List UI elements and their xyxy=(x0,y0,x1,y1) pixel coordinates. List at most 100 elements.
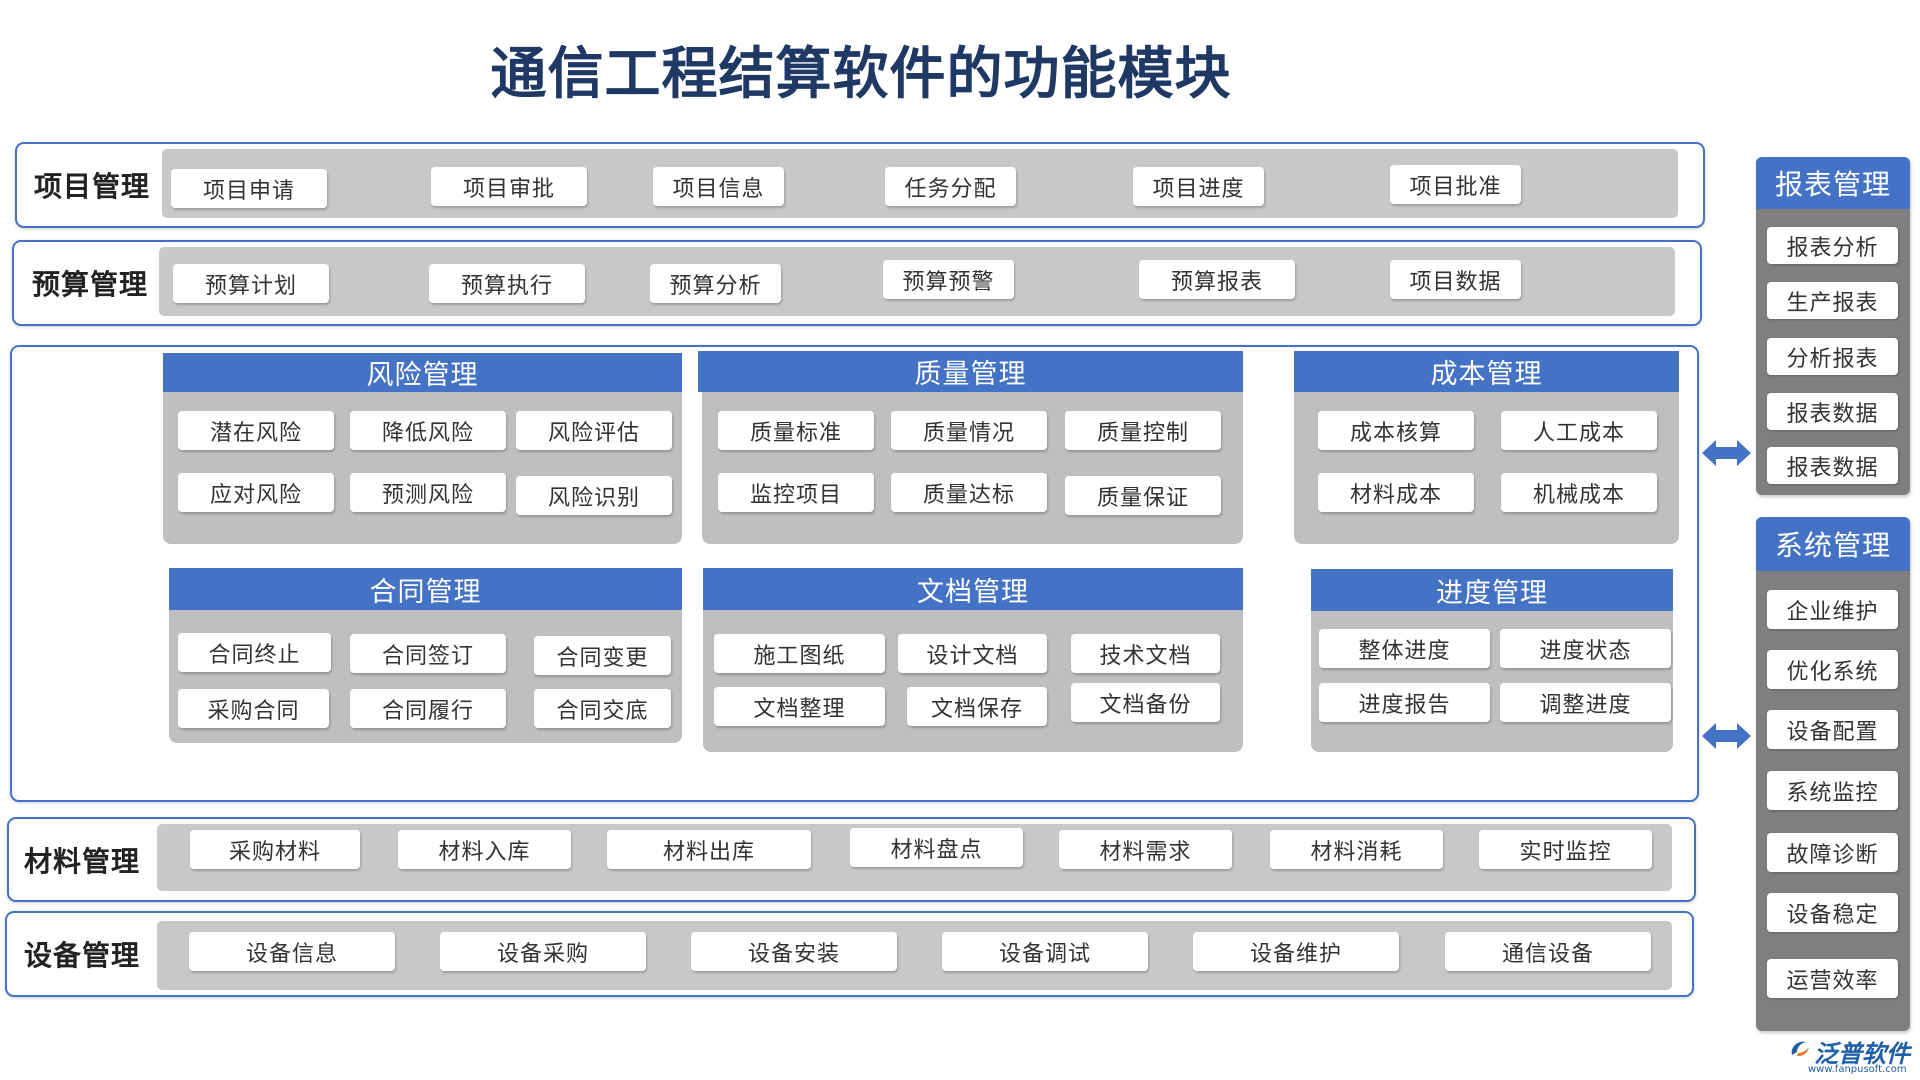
module-item: 风险评估 xyxy=(516,411,672,450)
logo-name: 泛普软件 xyxy=(1814,1040,1910,1068)
project-item: 项目批准 xyxy=(1390,165,1521,204)
row-label: 预算管理 xyxy=(32,268,149,301)
module-item: 设计文档 xyxy=(898,634,1047,673)
quality-management-module: 质量管理 质量标准 质量情况 质量控制 监控项目 质量达标 质量保证 xyxy=(698,351,1243,544)
material-item: 采购材料 xyxy=(190,830,360,869)
project-management-row: 项目管理 项目申请 项目审批 项目信息 任务分配 项目进度 项目批准 xyxy=(15,142,1705,228)
panel-title: 报表管理 xyxy=(1756,157,1910,209)
material-item: 材料入库 xyxy=(398,830,571,869)
equipment-item: 设备信息 xyxy=(189,932,395,971)
sidebar-item: 运营效率 xyxy=(1767,959,1898,998)
material-item: 材料需求 xyxy=(1059,830,1232,869)
module-item: 质量保证 xyxy=(1065,476,1221,515)
panel-title: 系统管理 xyxy=(1756,517,1910,571)
module-item: 应对风险 xyxy=(178,473,334,512)
module-item: 质量达标 xyxy=(891,473,1047,512)
material-item: 材料盘点 xyxy=(850,828,1023,867)
module-title: 质量管理 xyxy=(698,351,1243,392)
cost-management-module: 成本管理 成本核算 人工成本 材料成本 机械成本 xyxy=(1294,351,1679,544)
material-management-row: 材料管理 采购材料 材料入库 材料出库 材料盘点 材料需求 材料消耗 实时监控 xyxy=(7,817,1696,902)
progress-management-module: 进度管理 整体进度 进度状态 进度报告 调整进度 xyxy=(1311,569,1673,752)
module-title: 文档管理 xyxy=(703,568,1243,610)
row-items-panel: 项目申请 项目审批 项目信息 任务分配 项目进度 项目批准 xyxy=(162,149,1678,218)
row-label: 项目管理 xyxy=(34,170,151,203)
module-item: 采购合同 xyxy=(178,689,329,728)
report-management-panel: 报表管理 报表分析 生产报表 分析报表 报表数据 报表数据 xyxy=(1756,157,1910,495)
module-item: 风险识别 xyxy=(516,476,672,515)
module-item: 整体进度 xyxy=(1319,629,1490,668)
module-title: 成本管理 xyxy=(1294,351,1679,392)
module-item: 监控项目 xyxy=(718,473,874,512)
fanpu-logo-icon xyxy=(1791,1041,1809,1057)
module-item: 材料成本 xyxy=(1318,473,1474,512)
module-item: 潜在风险 xyxy=(178,411,334,450)
row-items-panel: 设备信息 设备采购 设备安装 设备调试 设备维护 通信设备 xyxy=(157,921,1672,990)
sidebar-item: 设备配置 xyxy=(1767,710,1898,749)
module-title: 合同管理 xyxy=(169,568,682,610)
double-arrow-icon xyxy=(1702,440,1751,466)
project-item: 项目审批 xyxy=(431,167,587,206)
budget-management-row: 预算管理 预算计划 预算执行 预算分析 预算预警 预算报表 项目数据 xyxy=(12,240,1702,326)
contract-management-module: 合同管理 合同终止 合同签订 合同变更 采购合同 合同履行 合同交底 xyxy=(169,568,682,743)
sidebar-item: 企业维护 xyxy=(1767,590,1898,629)
sidebar-item: 故障诊断 xyxy=(1767,833,1898,872)
budget-item: 预算执行 xyxy=(429,264,585,303)
module-item: 质量控制 xyxy=(1065,411,1221,450)
sidebar-item: 系统监控 xyxy=(1767,771,1898,810)
module-item: 进度状态 xyxy=(1500,629,1671,668)
module-item: 预测风险 xyxy=(350,473,506,512)
module-item: 文档保存 xyxy=(907,687,1047,726)
module-item: 文档备份 xyxy=(1071,683,1220,722)
sidebar-item: 设备稳定 xyxy=(1767,893,1898,932)
module-title: 风险管理 xyxy=(163,353,682,392)
equipment-item: 设备维护 xyxy=(1193,932,1399,971)
sidebar-item: 报表数据 xyxy=(1767,447,1898,484)
module-item: 进度报告 xyxy=(1319,683,1490,722)
project-item: 任务分配 xyxy=(885,167,1016,206)
module-item: 施工图纸 xyxy=(714,634,885,673)
logo-url: www.fanpusoft.com xyxy=(1808,1064,1907,1075)
equipment-item: 设备采购 xyxy=(440,932,646,971)
page-title: 通信工程结算软件的功能模块 xyxy=(490,42,1232,107)
budget-item: 预算计划 xyxy=(173,264,329,303)
project-item: 项目信息 xyxy=(653,167,784,206)
budget-item: 预算分析 xyxy=(650,264,781,303)
module-panel xyxy=(703,610,1243,752)
system-management-panel: 系统管理 企业维护 优化系统 设备配置 系统监控 故障诊断 设备稳定 运营效率 xyxy=(1756,517,1910,1031)
module-title: 进度管理 xyxy=(1311,569,1673,611)
budget-item: 预算报表 xyxy=(1139,260,1295,299)
equipment-management-row: 设备管理 设备信息 设备采购 设备安装 设备调试 设备维护 通信设备 xyxy=(5,911,1694,997)
row-items-panel: 预算计划 预算执行 预算分析 预算预警 预算报表 项目数据 xyxy=(159,247,1675,316)
module-item: 调整进度 xyxy=(1500,683,1671,722)
module-item: 人工成本 xyxy=(1501,411,1657,450)
module-item: 技术文档 xyxy=(1071,634,1220,673)
sidebar-item: 报表数据 xyxy=(1767,393,1898,430)
module-item: 合同变更 xyxy=(534,636,671,675)
budget-item: 项目数据 xyxy=(1390,260,1521,299)
module-item: 成本核算 xyxy=(1318,411,1474,450)
double-arrow-icon xyxy=(1702,723,1751,749)
material-item: 材料消耗 xyxy=(1270,830,1443,869)
module-item: 合同交底 xyxy=(534,689,671,728)
equipment-item: 通信设备 xyxy=(1445,932,1651,971)
risk-management-module: 风险管理 潜在风险 降低风险 风险评估 应对风险 预测风险 风险识别 xyxy=(163,353,682,544)
brand-logo: 泛普软件 www.fanpusoft.com xyxy=(1788,1034,1912,1078)
sidebar-item: 优化系统 xyxy=(1767,650,1898,689)
sidebar-item: 生产报表 xyxy=(1767,282,1898,319)
equipment-item: 设备安装 xyxy=(691,932,897,971)
module-item: 合同履行 xyxy=(350,689,506,728)
material-item: 实时监控 xyxy=(1479,830,1652,869)
row-label: 材料管理 xyxy=(24,844,141,878)
equipment-item: 设备调试 xyxy=(942,932,1148,971)
document-management-module: 文档管理 施工图纸 设计文档 技术文档 文档整理 文档保存 文档备份 xyxy=(703,568,1243,752)
module-item: 合同签订 xyxy=(350,634,506,673)
module-item: 文档整理 xyxy=(714,687,885,726)
module-item: 合同终止 xyxy=(178,633,331,672)
project-item: 项目进度 xyxy=(1133,167,1264,206)
row-label: 设备管理 xyxy=(24,939,141,972)
row-items-panel: 采购材料 材料入库 材料出库 材料盘点 材料需求 材料消耗 实时监控 xyxy=(157,824,1672,891)
sidebar-item: 报表分析 xyxy=(1767,227,1898,264)
module-item: 质量标准 xyxy=(718,411,874,450)
sidebar-item: 分析报表 xyxy=(1767,338,1898,375)
module-item: 质量情况 xyxy=(891,411,1047,450)
